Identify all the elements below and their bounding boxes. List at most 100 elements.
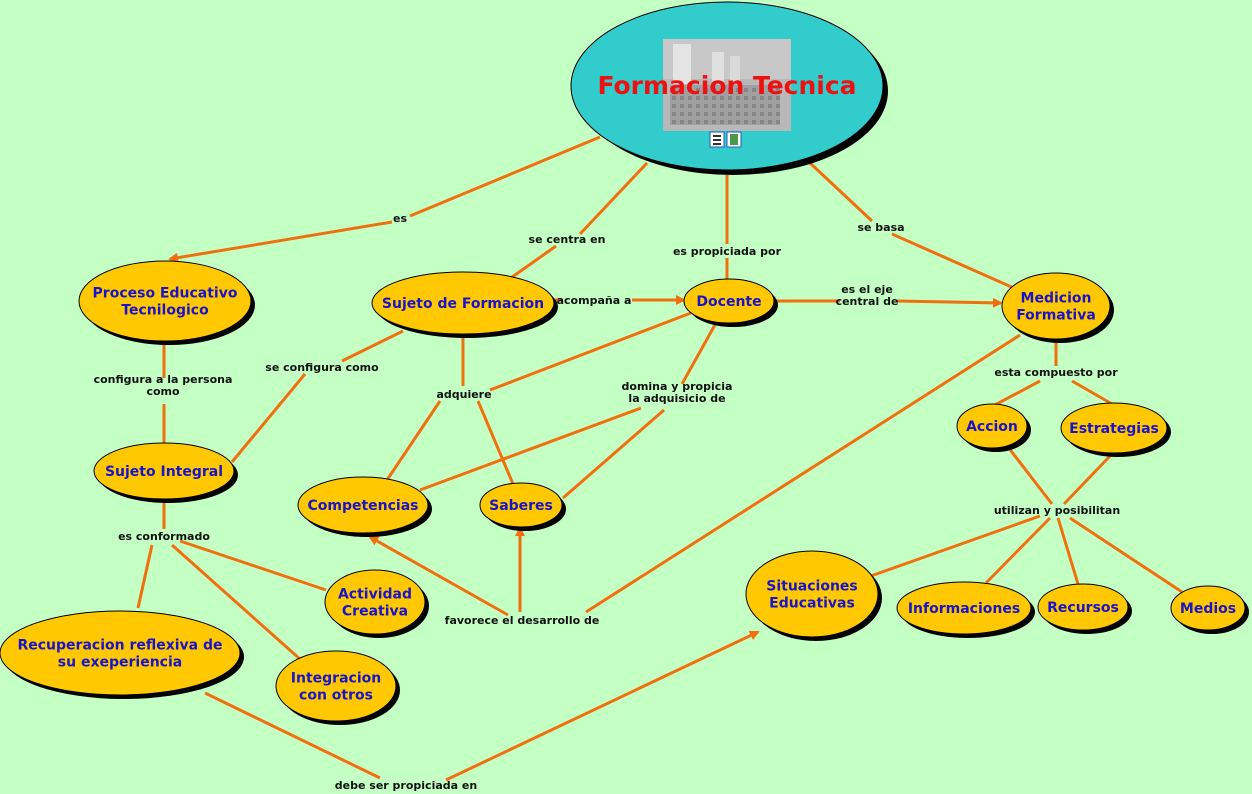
link-label: esta compuesto por xyxy=(994,366,1118,379)
concept-label: Docente xyxy=(696,294,761,310)
concept-informaciones[interactable]: Informaciones xyxy=(896,581,1035,638)
connection-line xyxy=(230,373,307,463)
concept-label: Accion xyxy=(966,419,1018,435)
concept-label: Competencias xyxy=(307,498,418,514)
main-concept-formacion-tecnica[interactable]: Formacion Tecnica xyxy=(570,1,888,175)
link-label: favorece el desarrollo de xyxy=(445,614,600,627)
concept-competencias[interactable]: Competencias xyxy=(297,476,432,537)
connection-line xyxy=(489,309,697,392)
link-label: debe ser propiciada en xyxy=(335,779,477,792)
connection-line xyxy=(891,232,1017,291)
connection-line xyxy=(1006,446,1054,505)
connection-line xyxy=(419,406,642,492)
concept-label: Educativas xyxy=(769,596,855,612)
connection-line xyxy=(1056,517,1080,585)
connection-line xyxy=(409,135,601,218)
concept-label: Informaciones xyxy=(908,601,1020,617)
connection-line xyxy=(476,400,515,485)
connection-line xyxy=(562,408,665,500)
link-phrase-favorece[interactable]: favorece el desarrollo de xyxy=(445,614,600,627)
connection-line xyxy=(179,539,327,592)
link-phrase-propiciada[interactable]: es propiciada por xyxy=(673,245,782,258)
link-phrase-es[interactable]: es xyxy=(393,212,407,225)
concept-label: Medios xyxy=(1180,601,1236,617)
connection-line xyxy=(896,297,1003,308)
link-phrase-utilizan[interactable]: utilizan y posibilitan xyxy=(994,504,1120,517)
concept-accion[interactable]: Accion xyxy=(956,403,1031,452)
concept-label: Estrategias xyxy=(1069,421,1159,437)
link-phrase-centra[interactable]: se centra en xyxy=(529,233,606,246)
link-phrase-acompana[interactable]: acompaña a xyxy=(557,294,632,307)
link-phrase-seconfigura[interactable]: se configura como xyxy=(265,361,379,374)
concept-label: Creativa xyxy=(342,604,408,620)
link-phrase-compuesto[interactable]: esta compuesto por xyxy=(994,366,1118,379)
connection-line xyxy=(585,333,1021,614)
connection-line xyxy=(204,691,381,780)
link-phrase-conformado[interactable]: es conformado xyxy=(118,530,210,543)
link-phrase-basa[interactable]: se basa xyxy=(857,221,904,234)
concept-saberes[interactable]: Saberes xyxy=(479,482,566,531)
connection-line xyxy=(171,543,302,662)
connection-line xyxy=(507,244,557,282)
link-label: la adquisicio de xyxy=(628,392,725,405)
connection-line xyxy=(1069,516,1183,594)
concept-label: Integracion xyxy=(291,671,381,687)
connection-line xyxy=(1062,453,1113,506)
link-label: acompaña a xyxy=(557,294,632,307)
video-resource-icon[interactable] xyxy=(726,131,742,148)
link-label: se configura como xyxy=(265,361,379,374)
link-label: es el eje xyxy=(841,283,893,296)
concept-medios[interactable]: Medios xyxy=(1170,585,1249,634)
link-label: central de xyxy=(836,295,899,308)
link-phrase-adquiere[interactable]: adquiere xyxy=(436,388,491,401)
link-label: como xyxy=(146,385,180,398)
concept-label: Actividad xyxy=(338,587,412,603)
concept-label: Medicion xyxy=(1021,291,1092,307)
connection-line xyxy=(578,161,649,236)
connection-line xyxy=(136,544,154,609)
connection-line xyxy=(1071,379,1113,406)
connection-line xyxy=(368,535,509,617)
concept-label: Sujeto de Formacion xyxy=(382,296,544,312)
concept-label: Situaciones xyxy=(766,579,858,595)
concept-docente[interactable]: Docente xyxy=(683,278,778,327)
concept-label: Tecnilogico xyxy=(121,303,209,319)
connection-line xyxy=(168,220,393,263)
concept-sujeto-integral[interactable]: Sujeto Integral xyxy=(93,442,238,503)
concept-label: Recuperacion reflexiva de xyxy=(17,638,222,654)
concept-estrategias[interactable]: Estrategias xyxy=(1060,402,1171,457)
concept-label: Proceso Educativo xyxy=(93,286,238,302)
connection-line xyxy=(808,161,874,223)
connection-line xyxy=(445,630,760,782)
concept-label: Formativa xyxy=(1016,308,1096,324)
link-label: configura a la persona xyxy=(94,373,233,386)
concept-label: Recursos xyxy=(1047,600,1119,616)
connection-line xyxy=(385,400,442,481)
link-label: se centra en xyxy=(529,233,606,246)
image-resource-icon[interactable] xyxy=(709,131,725,148)
link-label: se basa xyxy=(857,221,904,234)
link-label: es xyxy=(393,212,407,225)
connection-line xyxy=(984,516,1052,585)
concept-recursos[interactable]: Recursos xyxy=(1037,583,1132,634)
main-concept-title: Formacion Tecnica xyxy=(597,71,856,100)
link-label: es propiciada por xyxy=(673,245,782,258)
concept-label: Saberes xyxy=(489,498,553,514)
connection-line xyxy=(341,329,404,363)
link-phrase-debe[interactable]: debe ser propiciada en xyxy=(335,779,477,792)
connection-line xyxy=(992,379,1041,408)
connection-line xyxy=(867,514,1041,579)
concept-sujeto-formacion[interactable]: Sujeto de Formacion xyxy=(371,271,558,338)
link-label: domina y propicia xyxy=(622,380,733,393)
